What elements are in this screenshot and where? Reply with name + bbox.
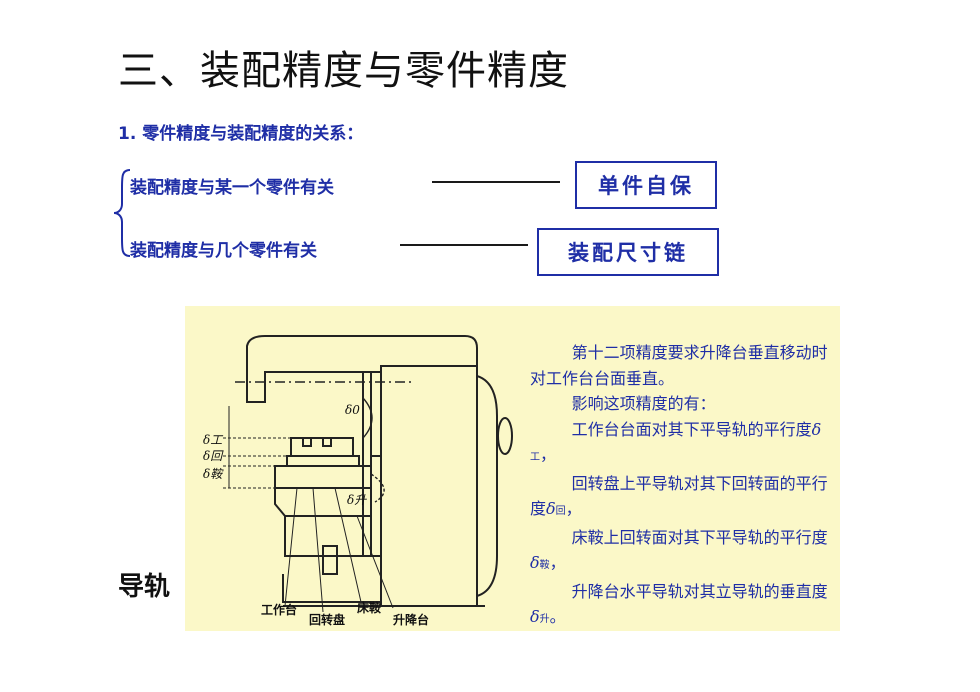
delta-work-label: δ工 [203,433,223,447]
desc-para-4-text: 回转盘上平导轨对其下回转面的平行度 [530,473,828,519]
description-text: 第十二项精度要求升降台垂直移动时对工作台台面垂直。 影响这项精度的有： 工作台台… [530,340,836,633]
delta-subscript: 鞍 [539,560,550,571]
desc-para-1: 第十二项精度要求升降台垂直移动时对工作台台面垂直。 [530,343,828,388]
desc-para-6-text: 升降台水平导轨对其立导轨的垂直度 [571,581,828,601]
delta-lift-label: δ升 [347,493,367,507]
desc-para-4: 回转盘上平导轨对其下回转面的平行度δ回， [530,471,836,525]
brace-icon [113,169,131,257]
desc-para-6: 升降台水平导轨对其立导轨的垂直度 δ升。 [530,579,836,633]
desc-para-3: 工作台台面对其下平导轨的平行度δ 工， [530,417,836,471]
connector-line-2 [400,244,528,246]
label-lift: 升降台 [393,612,429,627]
label-workbench: 工作台 [261,602,297,617]
slide-title: 三、装配精度与零件精度 [118,48,569,94]
label-saddle: 床鞍 [357,600,381,615]
delta-zero-label: δ0 [345,403,360,417]
punct: ， [540,445,557,464]
result-box-chain: 装配尺寸链 [537,228,719,276]
desc-para-2: 影响这项精度的有： [571,394,716,413]
relation-single-part: 装配精度与某一个零件有关 [130,178,334,198]
delta-subscript: 升 [539,614,550,625]
delta-turn-label: δ回 [203,449,224,463]
delta-symbol: δ [811,419,822,439]
delta-symbol: δ [530,607,540,626]
delta-saddle-label: δ鞍 [203,467,224,481]
delta-symbol: δ [530,553,540,572]
desc-para-3-text: 工作台台面对其下平导轨的平行度 [571,419,812,439]
guide-rail-label: 导轨 [118,572,171,602]
result-box-single: 单件自保 [575,161,717,209]
delta-symbol: δ [546,499,556,518]
milling-machine-diagram: δ工 δ回 δ鞍 δ0 δ升 工作台 回转盘 床鞍 升降台 [203,335,513,627]
punct: 。 [549,607,566,626]
delta-subscript: 回 [555,506,566,517]
connector-line-1 [432,181,560,183]
punct: ， [549,553,566,572]
illustration-panel [185,306,840,631]
delta-subscript: 工 [530,452,540,463]
desc-para-5: 床鞍上回转面对其下平导轨的平行度 δ鞍， [530,525,836,579]
punct: ， [565,499,582,518]
label-turntable: 回转盘 [309,612,345,627]
desc-para-5-text: 床鞍上回转面对其下平导轨的平行度 [571,527,828,547]
relation-multiple-parts: 装配精度与几个零件有关 [130,241,317,261]
section-subtitle: 1. 零件精度与装配精度的关系： [118,124,364,144]
